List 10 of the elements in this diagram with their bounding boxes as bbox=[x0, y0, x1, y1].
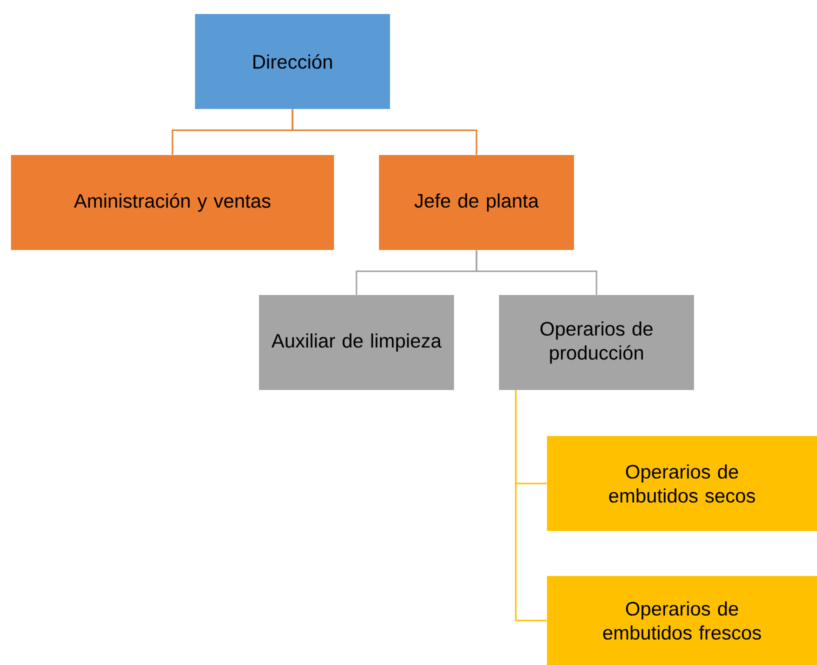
connector-line bbox=[292, 109, 478, 155]
org-box: Aministración y ventas bbox=[11, 155, 334, 250]
org-box: Auxiliar de limpieza bbox=[259, 295, 454, 390]
org-box: Operarios de producción bbox=[499, 295, 694, 390]
org-box: Operarios de embutidos frescos bbox=[547, 576, 817, 665]
org-box: Jefe de planta bbox=[379, 155, 574, 250]
org-box: Dirección bbox=[195, 14, 390, 109]
connector-line bbox=[476, 250, 598, 295]
org-box: Operarios de embutidos secos bbox=[547, 436, 817, 531]
connector-line bbox=[515, 390, 547, 622]
